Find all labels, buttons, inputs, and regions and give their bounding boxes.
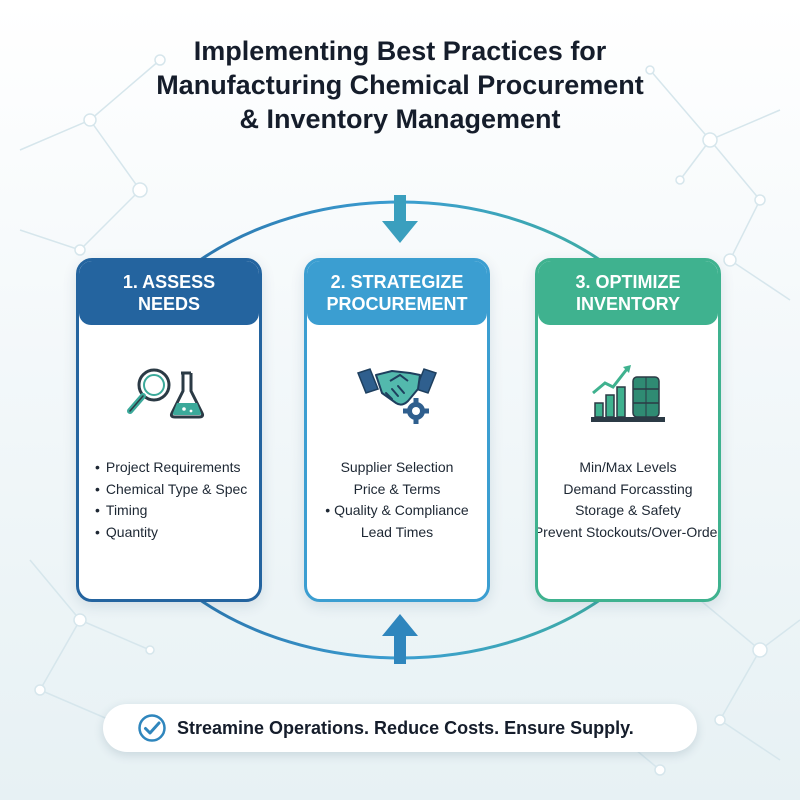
page-title: Implementing Best Practices for Manufact…: [60, 34, 740, 136]
list-item: Min/Max Levels: [579, 459, 677, 475]
up-arrow-icon: [382, 614, 418, 664]
list-item: • Quality & Compliance: [325, 502, 469, 518]
step-items: Min/Max Levels Demand Forcassting Storag…: [535, 457, 721, 543]
title-line-1: Implementing Best Practices for: [193, 36, 607, 66]
list-item: Chemical Type & Spec: [95, 479, 259, 501]
step-card-assess-needs: 1. ASSESS NEEDS Project Requirements Che…: [76, 258, 262, 602]
step-title-line-1: 2. STRATEGIZE: [330, 272, 464, 292]
step-card-optimize-inventory: 3. OPTIMIZE INVENTORY Min/Max Levels Dem…: [535, 258, 721, 602]
list-item: Quantity: [95, 522, 259, 544]
step-title-line-1: 3. OPTIMIZE: [575, 272, 681, 292]
check-circle-icon: [138, 714, 166, 742]
list-item: Price & Terms: [353, 480, 441, 497]
down-arrow-icon: [382, 195, 418, 243]
step-card-strategize-procurement: 2. STRATEGIZE PROCUREMENT Supplier Selec…: [304, 258, 490, 602]
list-item: Demand Forcassting: [563, 480, 693, 497]
step-title-line-2: NEEDS: [137, 294, 200, 314]
title-line-3: & Inventory Management: [239, 104, 561, 134]
step-items: Supplier Selection Price & Terms • Quali…: [307, 457, 487, 543]
list-item: Lead Times: [360, 523, 434, 540]
step-header: 1. ASSESS NEEDS: [79, 261, 259, 325]
magnifier-flask-icon: [127, 368, 205, 419]
list-item: Storage & Safety: [575, 502, 681, 518]
step-header: 2. STRATEGIZE PROCUREMENT: [307, 261, 487, 325]
list-item: Prevent Stockouts/Over-Order: [535, 523, 721, 540]
bar-chart-barrels-icon: [591, 365, 665, 422]
step-title-line-2: INVENTORY: [575, 294, 681, 314]
step-title-line-2: PROCUREMENT: [326, 294, 468, 314]
footer-banner: Streamine Operations. Reduce Costs. Ensu…: [103, 704, 697, 752]
footer-text: Streamine Operations. Reduce Costs. Ensu…: [177, 717, 634, 738]
list-item: Project Requirements: [95, 457, 259, 479]
step-items: Project Requirements Chemical Type & Spe…: [79, 457, 259, 543]
list-item: Supplier Selection: [340, 459, 454, 475]
title-line-2: Manufacturing Chemical Procurement: [156, 70, 644, 100]
step-title-line-1: 1. ASSESS: [122, 272, 216, 292]
list-item: Timing: [95, 500, 259, 522]
step-header: 3. OPTIMIZE INVENTORY: [538, 261, 718, 325]
handshake-gear-icon: [357, 368, 437, 424]
